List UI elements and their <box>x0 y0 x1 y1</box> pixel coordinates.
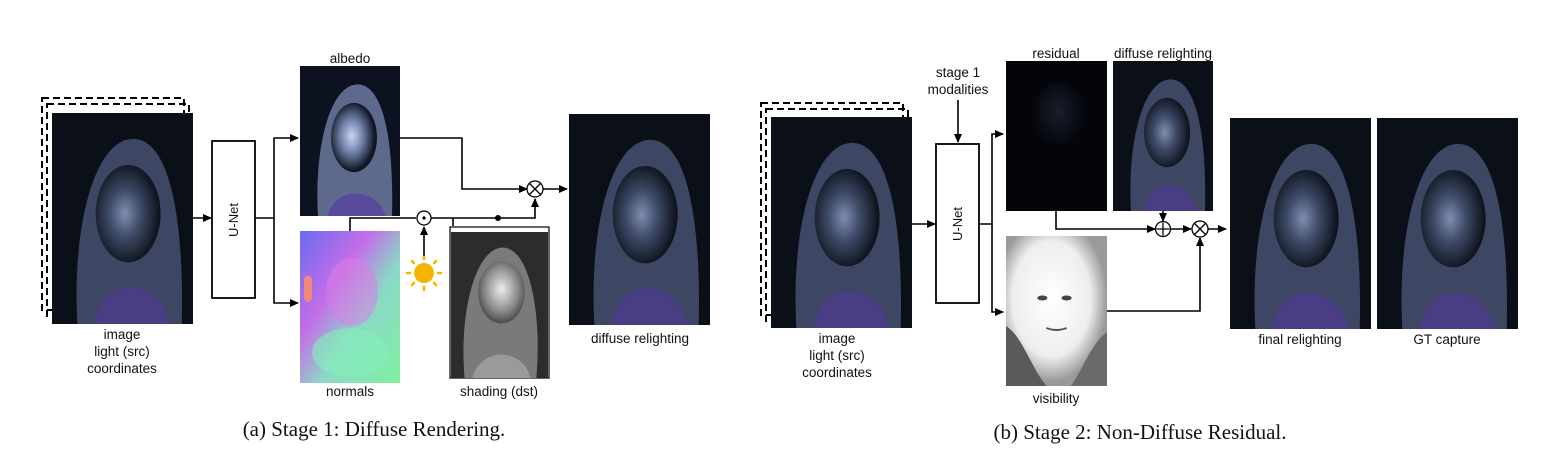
stage2-gt-label: GT capture <box>1413 332 1480 347</box>
junction-to-mul-arrow <box>498 198 539 219</box>
sun-icon <box>405 254 443 292</box>
stage2-modalities-label-line2: modalities <box>928 82 989 97</box>
stage1-shading-image <box>451 232 548 378</box>
stage2-input-stack <box>760 102 912 328</box>
stage1-input-label-image: image <box>104 327 141 342</box>
stage1-unet-label: U-Net <box>226 203 241 237</box>
albedo-to-mul-arrow <box>400 137 528 193</box>
stage2-input-image <box>771 117 912 328</box>
stage2-input-label-image: image <box>819 331 856 346</box>
stage1-arrow-to-albedo <box>255 134 299 219</box>
stage2-diffuse-image <box>1113 61 1213 211</box>
stage2-residual-label: residual <box>1032 46 1079 61</box>
stage1-output-image <box>569 114 710 325</box>
stage2-multiply-cross <box>1194 223 1206 235</box>
stage2-add-cross <box>1156 222 1170 236</box>
stage1-multiply-cross <box>529 183 541 195</box>
stage1-input-label-coordinates: coordinates <box>87 361 157 376</box>
stage2-unet-box <box>935 143 980 304</box>
normals-to-dot-line <box>349 217 416 231</box>
stage1-shading-label: shading (dst) <box>460 384 538 399</box>
stage1-albedo-image <box>300 66 400 216</box>
stage1-input-label-light: light (src) <box>94 344 150 359</box>
stage2-visibility-label: visibility <box>1033 391 1080 406</box>
stage2-input-label-coordinates: coordinates <box>802 365 872 380</box>
stage2-final-image <box>1230 118 1371 329</box>
stage2-residual-image <box>1006 61 1107 211</box>
stage1-unet-box <box>211 140 256 299</box>
visibility-to-mul-arrow <box>1107 237 1204 312</box>
dot-product-center <box>422 216 426 220</box>
stage1-input-image <box>52 113 193 324</box>
stage2-gt-image <box>1377 118 1518 329</box>
stage2-arrow-to-residual <box>979 130 1004 225</box>
stage2-input-label-light: light (src) <box>809 348 865 363</box>
stage2-modalities-label-line1: stage 1 <box>936 65 980 80</box>
stage1-albedo-label: albedo <box>330 51 371 66</box>
stage2-caption: (b) Stage 2: Non-Diffuse Residual. <box>994 420 1287 444</box>
stage1-normals-label: normals <box>326 384 374 399</box>
stage1-normals-image <box>300 231 400 383</box>
stage1-caption: (a) Stage 1: Diffuse Rendering. <box>243 417 506 441</box>
stage1-output-label: diffuse relighting <box>591 331 689 346</box>
stage2-unet-label: U-Net <box>950 207 965 241</box>
stage2-final-label: final relighting <box>1258 332 1341 347</box>
stage1-arrow-to-normals <box>273 218 299 307</box>
stage1-input-stack <box>41 97 193 324</box>
stage2-arrow-to-visibility <box>991 224 1004 316</box>
stage2-diffuse-label: diffuse relighting <box>1114 46 1212 61</box>
stage2-visibility-image <box>1006 236 1107 386</box>
residual-to-add-arrow <box>1055 211 1156 233</box>
